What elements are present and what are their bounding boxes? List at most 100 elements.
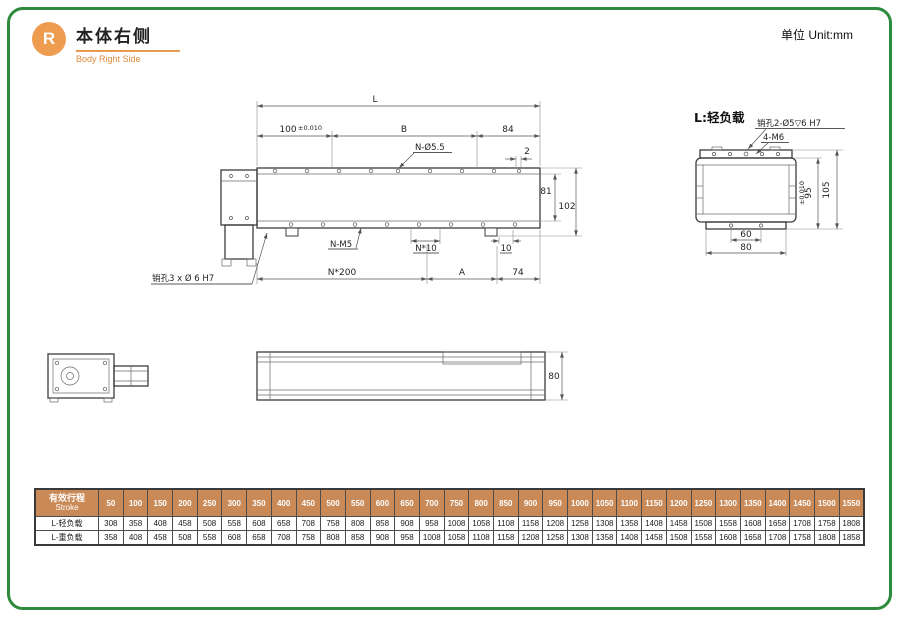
stroke-header-cell: 800 xyxy=(468,488,494,517)
length-cell: 1458 xyxy=(665,516,692,531)
length-cell: 1708 xyxy=(764,530,791,546)
length-cell: 908 xyxy=(369,530,396,546)
end-view-title: L:轻负载 xyxy=(694,110,745,125)
unit-label: 单位 Unit:mm xyxy=(780,28,853,42)
end-pin-label: 销孔2-Ø5▽6 H7 xyxy=(757,118,821,129)
length-cell: 1058 xyxy=(443,530,470,546)
length-cell: 1158 xyxy=(493,530,519,546)
length-cell: 708 xyxy=(295,516,322,531)
stroke-header-cell: 1200 xyxy=(665,488,692,517)
stroke-header-cell: 1050 xyxy=(591,488,618,517)
stroke-header-cell: 300 xyxy=(221,488,248,517)
stroke-header-cell: 600 xyxy=(369,488,396,517)
length-cell: 1458 xyxy=(641,530,667,546)
length-cell: 1608 xyxy=(739,516,766,531)
dim-2: 2 xyxy=(524,147,530,157)
title-block: 本体右侧 Body Right Side xyxy=(76,22,180,64)
length-cell: 1558 xyxy=(715,516,741,531)
end-view: L:轻负载 销孔2-Ø5▽6 H7 4-M6 60 xyxy=(694,110,845,256)
stroke-header-cell: 850 xyxy=(493,488,519,517)
profile-view: 80 xyxy=(256,351,568,401)
right-foot xyxy=(484,227,498,237)
stroke-header-corner: 有效行程 Stroke xyxy=(34,488,99,517)
left-foot xyxy=(285,227,299,237)
dim-B: B xyxy=(401,125,407,135)
dim-100-tolerance: ±0.010 xyxy=(298,124,322,132)
length-cell: 1608 xyxy=(715,530,741,546)
length-cell: 1258 xyxy=(567,516,593,531)
dim-102: 102 xyxy=(558,202,575,212)
length-cell: 408 xyxy=(122,530,149,546)
top-holes-callout: N-Ø5.5 xyxy=(398,142,452,169)
pin-hole-callout: 销孔3 x Ø 6 H7 xyxy=(151,232,268,285)
stroke-header-cell: 1450 xyxy=(789,488,815,517)
length-cell: 1508 xyxy=(665,530,692,546)
length-cell: 1408 xyxy=(616,530,643,546)
length-cell: 558 xyxy=(221,516,248,531)
end-screws-label: 4-M6 xyxy=(763,133,784,143)
length-cell: 758 xyxy=(320,516,346,531)
stroke-header-cell: 650 xyxy=(394,488,420,517)
dim-74: 74 xyxy=(512,268,524,278)
stroke-header-cell: 700 xyxy=(418,488,445,517)
dim-105-95-group: 105 95 ±0.010 xyxy=(786,149,843,230)
dim-row-bottom: N*200 A 74 xyxy=(256,230,541,284)
dim-row-top2: 100 ±0.010 B 84 xyxy=(257,124,540,167)
dim-N10-group: N*10 xyxy=(410,229,441,254)
length-cell: 1158 xyxy=(517,516,544,531)
length-cell: 1808 xyxy=(838,516,865,531)
length-cell: 458 xyxy=(172,516,198,531)
page-title: 本体右侧 xyxy=(76,27,152,46)
stroke-header-cell: 900 xyxy=(517,488,544,517)
page-header: R 本体右侧 Body Right Side xyxy=(32,22,180,64)
length-cell: 558 xyxy=(196,530,223,546)
length-cell: 1208 xyxy=(517,530,544,546)
length-cell: 358 xyxy=(122,516,149,531)
side-view: L 100 ±0.010 B 84 N-Ø5.5 2 xyxy=(151,95,582,285)
bottom-hole-row xyxy=(288,222,518,227)
length-cell: 1308 xyxy=(591,516,618,531)
length-cell: 308 xyxy=(98,516,124,531)
dim-105: 105 xyxy=(822,181,832,198)
stroke-header-cell: 200 xyxy=(172,488,198,517)
length-cell: 858 xyxy=(369,516,396,531)
dim-100: 100 xyxy=(279,125,296,135)
section-body xyxy=(695,157,797,223)
length-cell: 1008 xyxy=(443,516,470,531)
dim-L-group: L xyxy=(256,95,541,166)
stroke-header-cell: 400 xyxy=(270,488,297,517)
length-cell: 1358 xyxy=(591,530,618,546)
logo-letter: R xyxy=(42,29,56,48)
dim-10: 10 xyxy=(501,244,512,254)
stroke-header-cell: 750 xyxy=(443,488,470,517)
section-base xyxy=(705,221,787,230)
length-cell: 808 xyxy=(320,530,346,546)
stroke-header-cell: 950 xyxy=(542,488,569,517)
length-cell: 408 xyxy=(147,516,174,531)
stroke-header-cell: 1000 xyxy=(567,488,593,517)
dim-N10: N*10 xyxy=(415,244,436,254)
dim-80-profile-group: 80 xyxy=(545,351,568,401)
dim-L: L xyxy=(372,95,377,105)
length-cell: 508 xyxy=(172,530,198,546)
length-cell: 608 xyxy=(221,530,248,546)
length-cell: 1208 xyxy=(542,516,569,531)
length-cell: 958 xyxy=(394,530,420,546)
length-cell: 1758 xyxy=(789,530,815,546)
dim-N200: N*200 xyxy=(328,268,357,278)
length-cell: 1258 xyxy=(542,530,569,546)
top-hole-row xyxy=(272,168,522,174)
length-cell: 1108 xyxy=(468,530,494,546)
bottom-holes-callout: N-M5 xyxy=(328,227,362,250)
length-cell: 1508 xyxy=(690,516,717,531)
length-cell: 958 xyxy=(418,516,445,531)
length-cell: 708 xyxy=(270,530,297,546)
length-cell: 1408 xyxy=(641,516,667,531)
length-cell: 808 xyxy=(344,516,371,531)
stroke-header-cell: 1350 xyxy=(739,488,766,517)
motor-end-view xyxy=(47,353,149,403)
dim-60: 60 xyxy=(740,230,752,240)
